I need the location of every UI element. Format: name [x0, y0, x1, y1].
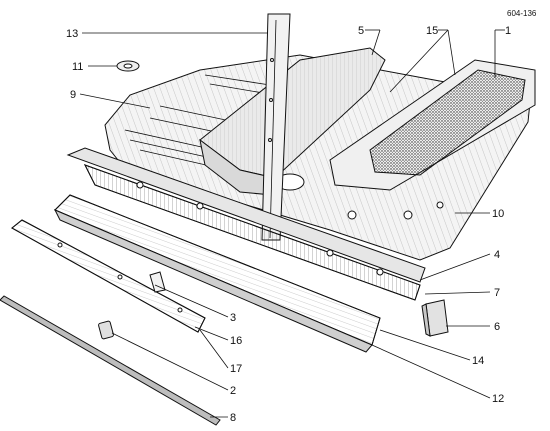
side-sill-member	[66, 147, 426, 301]
figure-code: 604-136	[507, 9, 537, 18]
center-tunnel	[199, 47, 386, 196]
callout-14: 14	[472, 355, 484, 367]
callout-17: 17	[230, 363, 242, 375]
callout-16: 16	[230, 335, 242, 347]
callout-12: 12	[492, 393, 504, 405]
callout-3: 3	[230, 312, 236, 324]
drain-plug	[98, 320, 114, 340]
callout-4: 4	[494, 249, 500, 261]
callout-1: 1	[505, 25, 511, 37]
leader-lines	[79, 29, 505, 418]
callout-9: 9	[70, 89, 76, 101]
callout-11: 11	[72, 61, 83, 73]
callout-8: 8	[230, 412, 236, 424]
callout-2: 2	[230, 385, 236, 397]
rubber-seal-strip	[0, 295, 221, 426]
grommet	[116, 60, 140, 72]
callout-5: 5	[358, 25, 364, 37]
jacking-bracket	[421, 299, 449, 337]
sill-outer-panel	[53, 194, 381, 353]
center-pillar	[261, 13, 291, 241]
callout-6: 6	[494, 321, 500, 333]
callout-7: 7	[494, 287, 500, 299]
callout-labels: 13 11 9 5 15 1 10 4 7 6 14 12 3 16 17 2 …	[66, 25, 511, 424]
front-lower-panel	[11, 219, 206, 333]
rear-seat-panel	[329, 59, 536, 191]
callout-13: 13	[66, 28, 78, 40]
callout-15: 15	[426, 25, 438, 37]
callout-10: 10	[492, 208, 504, 220]
